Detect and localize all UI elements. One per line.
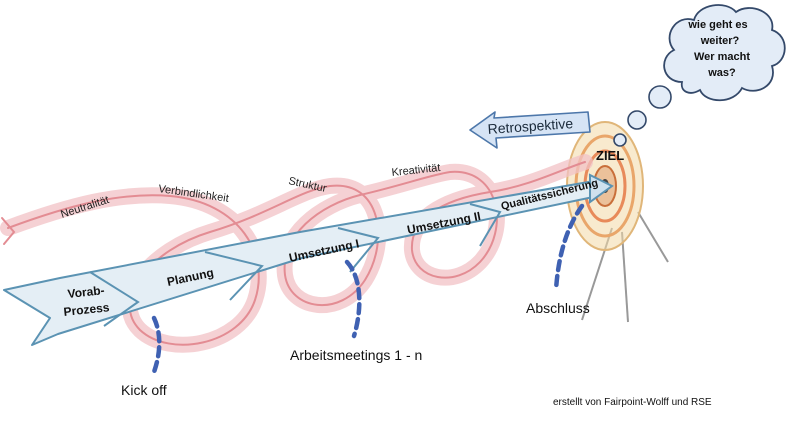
thought-bubble-small	[613, 133, 627, 147]
condition-spiral	[0, 154, 593, 353]
marker-kickoff	[151, 315, 162, 375]
thought-line-4: was?	[707, 67, 736, 79]
segment-divider-3	[337, 227, 380, 273]
thought-line-2: weiter?	[700, 35, 740, 47]
thought-bubble-large	[648, 85, 672, 109]
spiral-tail	[1, 217, 16, 245]
milestone-markers	[151, 203, 585, 375]
phase-vorab-line1: Vorab-	[67, 283, 105, 301]
label-abschluss: Abschluss	[526, 300, 590, 316]
marker-meetings	[344, 259, 362, 339]
thought-cloud: wie geht es weiter? Wer macht was?	[613, 4, 786, 147]
process-arrow	[3, 173, 614, 346]
thought-line-3: Wer macht	[694, 51, 750, 63]
label-arbeitsmeetings: Arbeitsmeetings 1 - n	[290, 347, 422, 363]
thought-bubble-medium	[627, 110, 647, 130]
phase-vorab-line2: Prozess	[63, 300, 111, 319]
credit-line: erstellt von Fairpoint-Wolff und RSE	[553, 397, 712, 408]
label-kickoff: Kick off	[121, 382, 167, 398]
thought-line-1: wie geht es	[687, 19, 747, 31]
arrow-head	[589, 173, 614, 204]
segment-divider-2	[204, 251, 264, 301]
retro-arrow-shape	[469, 111, 591, 149]
arrow-body	[3, 179, 601, 346]
retrospektive-arrow: Retrospektive	[469, 111, 591, 149]
marker-abschluss	[553, 203, 585, 293]
target-label: ZIEL	[596, 148, 624, 163]
segment-divider-1	[89, 271, 140, 327]
word-kreativitaet: Kreativität	[391, 162, 441, 179]
segment-divider-4	[469, 203, 502, 247]
retro-label: Retrospektive	[487, 115, 574, 137]
spiral-outline	[7, 161, 586, 346]
cloud-shape	[663, 4, 786, 102]
